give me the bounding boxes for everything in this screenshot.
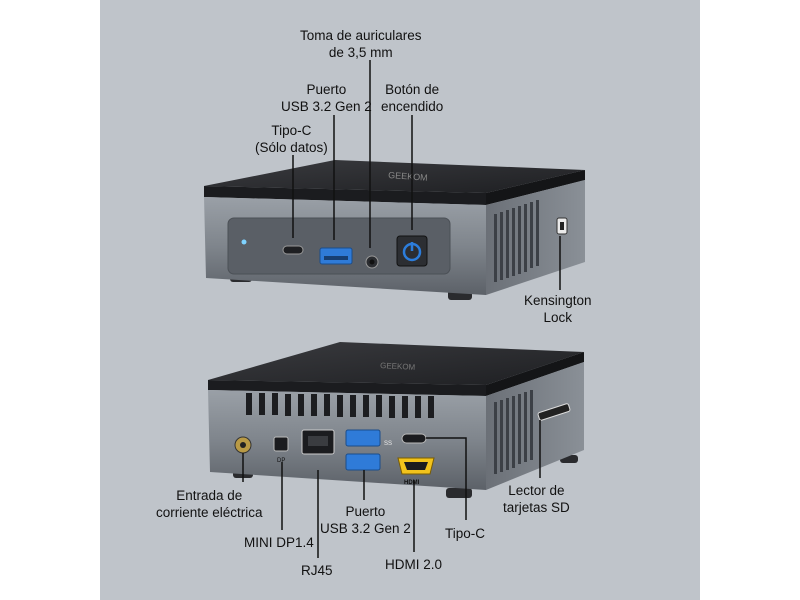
lid-edge: [204, 186, 486, 205]
lid-brand: GEEKOM: [380, 361, 416, 372]
background-panel: [100, 0, 700, 600]
callout-rj45: RJ45: [301, 563, 333, 578]
callout-dc-in: Entrada de corriente eléctrica: [156, 488, 263, 520]
callout-hdmi: HDMI 2.0: [385, 557, 443, 572]
lid-side-edge: [486, 170, 585, 205]
callout-kensington: Kensington Lock: [524, 293, 592, 325]
usb-rear-port: [345, 453, 381, 471]
callout-usb-rear: Puerto USB 3.2 Gen 2: [320, 504, 411, 536]
callout-usb-front: Puerto USB 3.2 Gen 2: [281, 82, 372, 114]
callout-headphone-jack: Toma de auriculares de 3,5 mm: [300, 28, 422, 60]
callout-mini-dp: MINI DP1.4: [244, 535, 314, 550]
callout-sd-reader: Lector de tarjetas SD: [503, 483, 570, 515]
top-callout-lines: [292, 60, 561, 290]
side-face: [486, 362, 584, 490]
sd-slot: [537, 403, 571, 421]
side-vents: [494, 200, 539, 282]
dp-mark: DP: [277, 458, 285, 464]
rear-vents: [246, 393, 434, 418]
callout-power-button: Botón de encendido: [381, 82, 444, 114]
usb-rear-port: [345, 429, 381, 447]
lid-brand: GEEKOM: [388, 170, 428, 183]
hdmi-mark: HDMI: [404, 480, 420, 486]
mini-dp-port: [273, 436, 289, 452]
bottom-callout-lines: [242, 420, 541, 558]
bottom-device: DP SS HDMI GEEKOM: [208, 342, 584, 498]
status-led: [241, 239, 247, 245]
typec-front-port: [282, 245, 304, 255]
callout-typec-front: Tipo-C (Sólo datos): [255, 123, 328, 155]
ss-mark: SS: [384, 441, 392, 447]
lid: [208, 342, 584, 385]
lid: [204, 160, 585, 193]
typec-rear-port: [401, 433, 427, 444]
callout-typec-rear: Tipo-C: [445, 526, 486, 541]
top-device: GEEKOM: [204, 160, 585, 300]
front-port-panel: [227, 217, 451, 275]
